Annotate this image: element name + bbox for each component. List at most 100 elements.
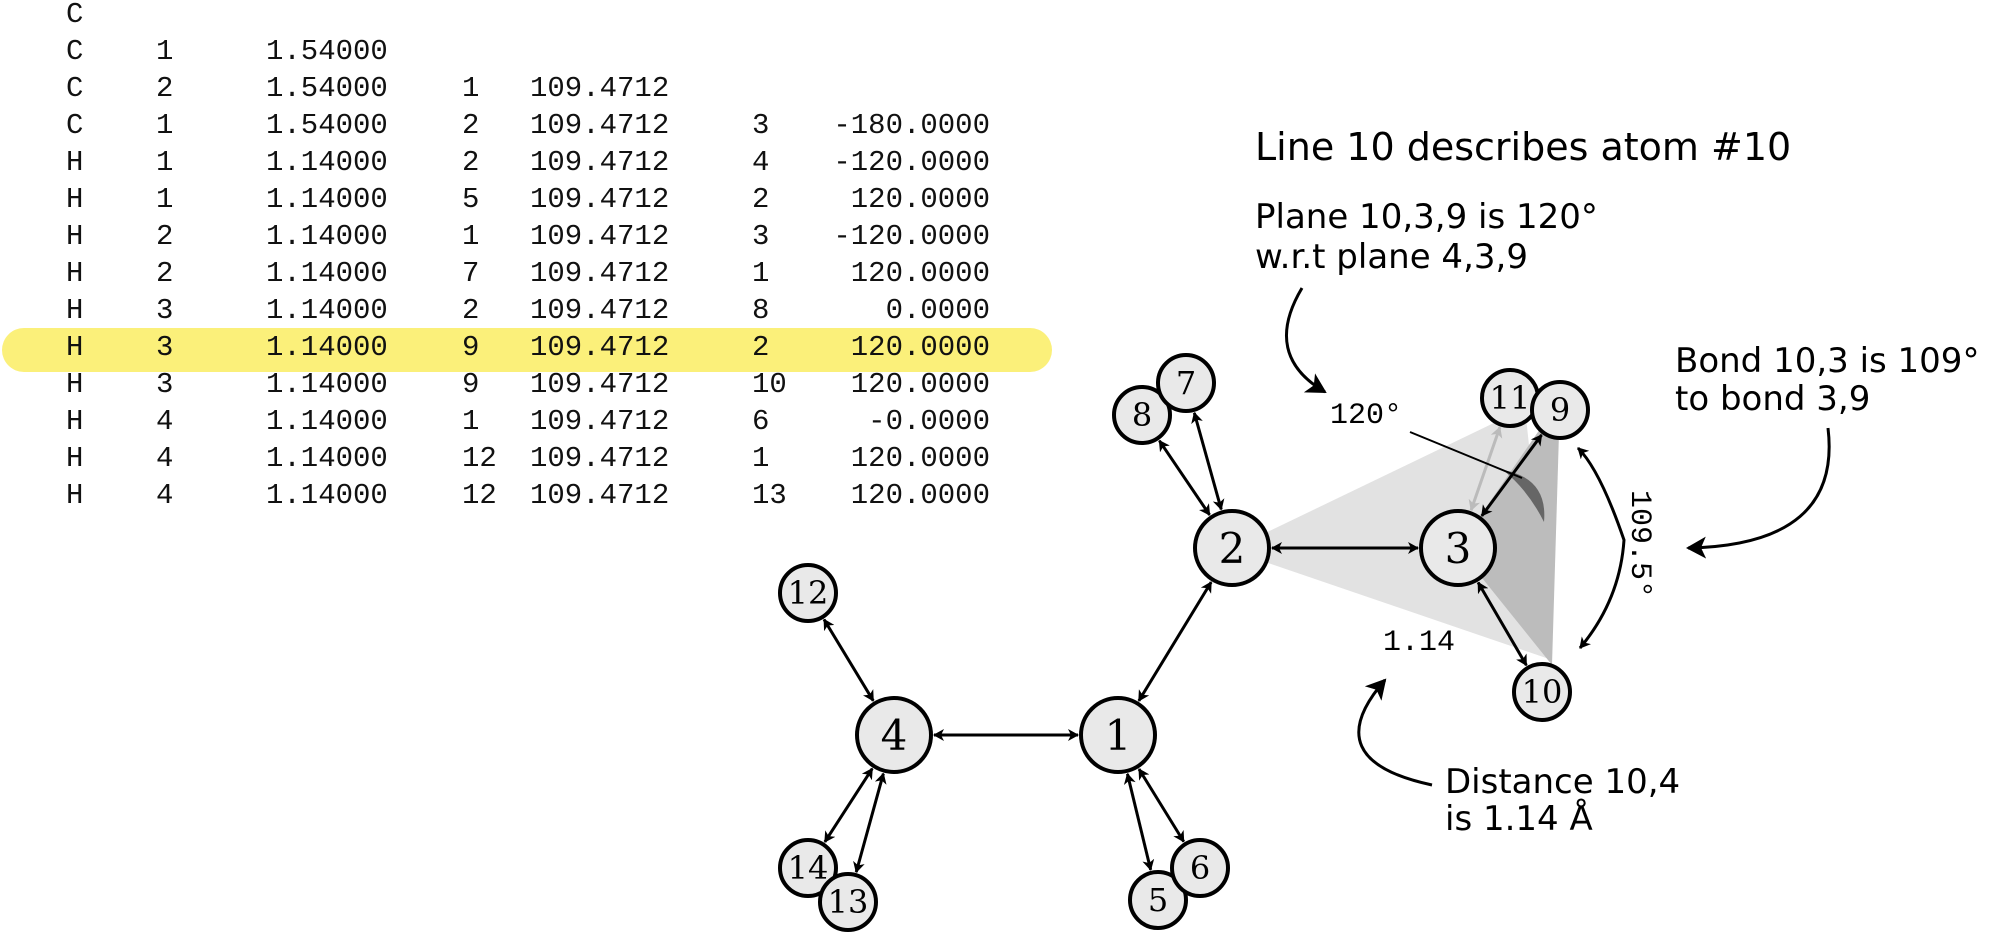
zmatrix-cell: 120.0000	[850, 331, 990, 364]
atom-label: 1	[1105, 711, 1132, 760]
zmatrix-cell: -0.0000	[868, 405, 990, 438]
zmatrix-cell: 1.14000	[266, 479, 388, 512]
dihedral-label: 120°	[1330, 399, 1402, 433]
zmatrix-cell: 4	[752, 146, 770, 179]
zmatrix-cell: C	[66, 0, 84, 31]
zmatrix-cell: 3	[156, 331, 174, 364]
bond-annotation-arrow	[1686, 427, 1831, 559]
atom-8: 8	[1112, 385, 1172, 445]
atom-10: 10	[1512, 662, 1572, 722]
zmatrix-cell: H	[66, 331, 84, 364]
zmatrix-cell: 120.0000	[850, 368, 990, 401]
zmatrix-cell: 4	[156, 442, 174, 475]
zmatrix-cell: 12	[462, 442, 497, 475]
zmatrix-cell: 109.4712	[530, 109, 670, 142]
zmatrix-cell: 1.54000	[266, 35, 388, 68]
atom-label: 6	[1190, 849, 1210, 887]
atom-circle	[1512, 662, 1572, 722]
atom-14: 14	[778, 838, 838, 898]
atom-circle	[1128, 870, 1188, 930]
zmatrix-cell: C	[66, 72, 84, 105]
zmatrix-cell: 120.0000	[850, 183, 990, 216]
zmatrix-cell: 1	[156, 109, 174, 142]
atom-1: 1	[1079, 696, 1157, 774]
atom-circle	[1079, 696, 1157, 774]
zmatrix-cell: 120.0000	[850, 257, 990, 290]
bond-angle-arc	[1576, 446, 1626, 649]
zmatrix-cell: 109.4712	[530, 257, 670, 290]
atom-circle	[1170, 838, 1230, 898]
zmatrix-cell: H	[66, 220, 84, 253]
zmatrix-cell: H	[66, 479, 84, 512]
zmatrix-cell: 3	[156, 368, 174, 401]
bond-3-10	[1476, 581, 1528, 667]
atom-label: 2	[1219, 524, 1246, 573]
zmatrix-cell: 13	[752, 479, 787, 512]
bond-4-13	[853, 772, 887, 874]
distance-annotation-line1: Distance 10,4	[1445, 762, 1680, 802]
zmatrix-cell: 12	[462, 479, 497, 512]
zmatrix-cell: 1.54000	[266, 109, 388, 142]
zmatrix-cell: 109.4712	[530, 72, 670, 105]
zmatrix-cell: 109.4712	[530, 331, 670, 364]
zmatrix-cell: C	[66, 35, 84, 68]
zmatrix-cell: 2	[156, 72, 174, 105]
bond-annotation-line2: to bond 3,9	[1675, 379, 1870, 419]
zmatrix-cell: 1	[156, 146, 174, 179]
zmatrix-cell: H	[66, 146, 84, 179]
zmatrix-cell: 1	[156, 183, 174, 216]
zmatrix-cell: 1	[462, 220, 480, 253]
zmatrix-cell: H	[66, 294, 84, 327]
zmatrix-cell: H	[66, 368, 84, 401]
distance-annotation-line2: is 1.14 Å	[1445, 798, 1593, 839]
zmatrix-row: C 1 1.54000	[0, 33, 1060, 70]
zmatrix-cell: 120.0000	[850, 479, 990, 512]
zmatrix-cell: 0.0000	[885, 294, 990, 327]
zmatrix-cell: 1	[752, 442, 770, 475]
atom-3: 3	[1419, 509, 1497, 587]
zmatrix-cell: 1	[462, 72, 480, 105]
zmatrix-cell: 1.54000	[266, 72, 388, 105]
atom-4: 4	[855, 696, 933, 774]
bond-12-4	[822, 618, 875, 702]
atom-label: 10	[1522, 673, 1563, 711]
zmatrix-cell: 120.0000	[850, 442, 990, 475]
zmatrix-cell: 9	[462, 331, 480, 364]
atom-label: 8	[1132, 396, 1152, 434]
zmatrix-row: C 2 1.54000 1 109.4712	[0, 70, 1060, 107]
atom-label: 9	[1550, 391, 1570, 429]
zmatrix-cell: 1.14000	[266, 405, 388, 438]
zmatrix-cell: 109.4712	[530, 368, 670, 401]
zmatrix-cell: 1.14000	[266, 220, 388, 253]
distance-label: 1.14	[1383, 626, 1455, 660]
atom-11: 11	[1480, 368, 1540, 428]
atom-circle	[818, 872, 878, 932]
zmatrix-cell: H	[66, 257, 84, 290]
atom-7: 7	[1156, 353, 1216, 413]
zmatrix-cell: 9	[462, 368, 480, 401]
bond-angle-label: 109.5°	[1622, 490, 1656, 598]
zmatrix-cell: -120.0000	[833, 220, 990, 253]
atom-label: 7	[1176, 364, 1196, 402]
zmatrix-cell: H	[66, 405, 84, 438]
zmatrix-cell: -180.0000	[833, 109, 990, 142]
zmatrix-cell: 2	[752, 331, 770, 364]
zmatrix-cell: 1	[156, 35, 174, 68]
zmatrix-cell: 109.4712	[530, 479, 670, 512]
zmatrix-cell: 1.14000	[266, 146, 388, 179]
atom-circle	[1156, 353, 1216, 413]
zmatrix-cell: 5	[462, 183, 480, 216]
bond-4-14	[823, 767, 874, 843]
zmatrix-cell: 1.14000	[266, 442, 388, 475]
distance-annotation-arrow	[1357, 678, 1433, 787]
zmatrix-cell: 4	[156, 479, 174, 512]
